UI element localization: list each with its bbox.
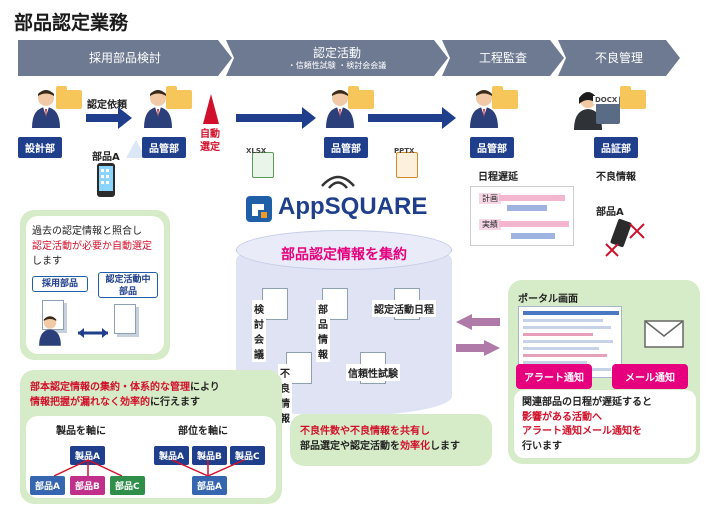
- defect-sharing-panel: 不良件数や不良情報を共有し 部品選定や認定活動を効率化します: [290, 414, 492, 466]
- part-a-label: 部品A: [92, 152, 120, 163]
- gantt-bar: [499, 221, 569, 227]
- folder-icon: [348, 86, 374, 109]
- auto-select-panel: 過去の認定情報と照合し 認定活動が必要か自動選定 します 採用部品 認定活動中部…: [20, 210, 170, 360]
- step-defect-mgmt: 不良管理: [558, 40, 680, 76]
- portal-row: [523, 340, 613, 343]
- by-product-label: 製品を軸に: [56, 426, 106, 437]
- folder-icon: [492, 86, 518, 109]
- folder-icon: [56, 86, 82, 109]
- defect-info-label: 不良情報: [596, 172, 636, 183]
- parts-mgmt-person-icon: [322, 88, 358, 134]
- pptx-file-icon: [396, 152, 418, 178]
- request-arrowhead: [118, 107, 132, 129]
- cert-arrow: [236, 114, 304, 122]
- part-a-defect-label: 部品A: [596, 207, 624, 218]
- in-cert-parts-tag: 認定活動中部品: [98, 272, 158, 298]
- by-part-label: 部位を軸に: [178, 426, 228, 437]
- parts-mgmt-person-icon: [140, 88, 176, 134]
- mail-notify-button[interactable]: メール通知: [612, 364, 688, 389]
- gantt-bar: [499, 195, 565, 201]
- tree-root-product: 製品A: [70, 446, 105, 465]
- notification-panel: ポータル画面 アラート通知 メール通知 関連部品の日程が遅延すると 影響がある活…: [508, 280, 700, 464]
- tree-arrows-down-icon: [40, 458, 136, 482]
- auto-select-triangle-icon: [203, 94, 219, 124]
- appsquare-logo-icon: [244, 194, 274, 228]
- cert-request-label: 認定依頼: [87, 100, 127, 111]
- folder-icon: [166, 86, 192, 109]
- callout-pointer: [126, 140, 146, 158]
- pptx-badge: PPTX: [394, 147, 415, 155]
- tree-leaf-part: 部品C: [110, 476, 145, 495]
- portal-row: [523, 326, 611, 329]
- db-heading: 部品認定情報を集約: [281, 247, 407, 263]
- adopted-parts-tag: 採用部品: [32, 276, 88, 292]
- doc-stack-icon: [114, 304, 136, 334]
- aggregation-description: 部本認定情報の集約・体系的な管理により 情報把握が漏れなく効率的に行えます: [30, 382, 220, 408]
- docx-badge: DOCX: [593, 96, 620, 104]
- database-cylinder-top: [236, 230, 452, 270]
- step-process-audit: 工程監査: [442, 40, 564, 76]
- schedule-delay-label: 日程遅延: [478, 172, 518, 183]
- step-certification: 認定活動・信頼性試験 ・検討会会議: [226, 40, 448, 76]
- dept-badge-parts-mgmt: 品管部: [470, 137, 514, 158]
- portal-label: ポータル画面: [518, 294, 578, 305]
- tree-leaf-product: 製品C: [230, 446, 265, 465]
- phone-part-icon: [96, 162, 116, 202]
- portal-row: [523, 347, 599, 350]
- audit-arrow: [368, 114, 444, 122]
- dept-badge-design: 設計部: [18, 137, 62, 158]
- tree-leaf-part: 部品A: [30, 476, 65, 495]
- portal-row: [523, 354, 607, 357]
- xlsx-badge: XLSX: [246, 147, 267, 155]
- cert-arrowhead: [302, 107, 316, 129]
- gantt-thumbnail: 計画 実績: [470, 186, 574, 246]
- quality-person-icon: [570, 90, 606, 136]
- dept-badge-parts-mgmt: 品管部: [324, 137, 368, 158]
- sync-arrow-left-icon: [456, 314, 500, 334]
- auto-select-description: 過去の認定情報と照合し 認定活動が必要か自動選定 します: [32, 226, 152, 267]
- auto-select-label: 自動選定: [200, 129, 220, 153]
- tree-root-part: 部品A: [192, 476, 227, 495]
- tree-leaf-part: 部品B: [70, 476, 105, 495]
- dept-badge-quality: 品証部: [594, 137, 638, 158]
- signal-icon: [316, 164, 360, 194]
- dept-badge-parts-mgmt: 品管部: [142, 137, 186, 158]
- tree-arrows-up-icon: [158, 458, 258, 482]
- request-arrow: [86, 114, 120, 122]
- portal-row: [523, 361, 587, 364]
- portal-header-bar: [523, 311, 619, 315]
- notification-description: 関連部品の日程が遅延すると 影響がある活動へ アラート通知メール通知を 行います: [514, 390, 696, 458]
- sync-arrow-right-icon: [456, 340, 500, 360]
- designer-person-icon: [28, 88, 64, 134]
- portal-row: [523, 319, 603, 322]
- auto-select-card: 過去の認定情報と照合し 認定活動が必要か自動選定 します 採用部品 認定活動中部…: [26, 216, 164, 354]
- alert-notify-button[interactable]: アラート通知: [516, 364, 592, 389]
- gantt-actual-tag: 実績: [479, 219, 501, 230]
- tree-leaf-product: 製品A: [154, 446, 189, 465]
- tree-leaf-product: 製品B: [192, 446, 227, 465]
- parts-mgmt-person-icon: [466, 88, 502, 134]
- gantt-plan-tag: 計画: [479, 193, 501, 204]
- defect-sharing-text: 不良件数や不良情報を共有し 部品選定や認定活動を効率化します: [300, 426, 460, 452]
- audit-arrowhead: [442, 107, 456, 129]
- xlsx-file-icon: [252, 152, 274, 178]
- compare-arrows-icon: [76, 324, 110, 343]
- portal-row: [523, 333, 593, 336]
- gantt-bar: [511, 233, 555, 239]
- notification-text: 関連部品の日程が遅延すると 影響がある活動へ アラート通知メール通知を 行います: [522, 397, 652, 452]
- operator-person-icon: [36, 314, 64, 352]
- appsquare-logo-text: AppSQUARE: [278, 193, 428, 220]
- gantt-bar: [507, 205, 547, 211]
- axis-diagram-card: 製品を軸に 部位を軸に 製品A 部品A 部品B 部品C 製品A 製品B 製品C …: [26, 416, 276, 498]
- folder-icon: [620, 86, 646, 109]
- aggregation-panel: 部本認定情報の集約・体系的な管理により 情報把握が漏れなく効率的に行えます 製品…: [20, 370, 282, 504]
- defective-phone-icon: [604, 218, 648, 262]
- page-title: 部品認定業務: [14, 12, 129, 34]
- mail-envelope-icon: [644, 320, 684, 352]
- step-parts-review: 採用部品検討: [18, 40, 232, 76]
